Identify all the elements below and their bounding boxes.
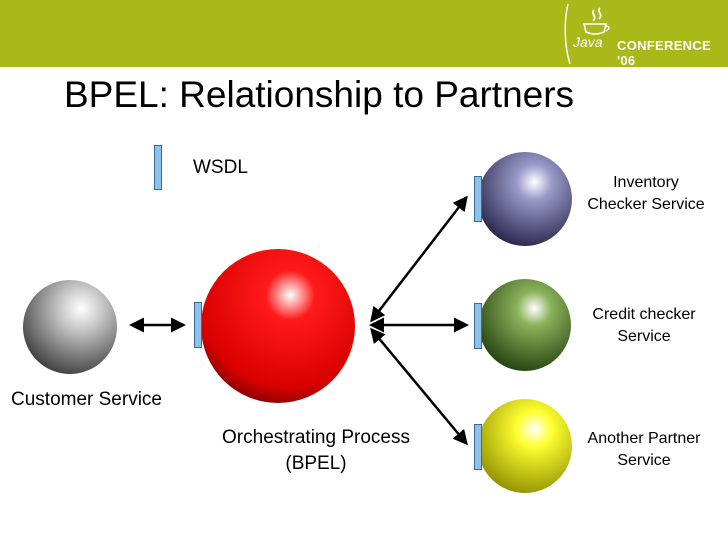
orchestrating-process-label: Orchestrating Process (BPEL) — [190, 425, 442, 477]
conference-label: CONFERENCE '06 — [617, 38, 712, 68]
process-inventory-arrow — [370, 195, 468, 323]
wsdl-label: WSDL — [193, 157, 248, 178]
inventory-checker-label-line2: Checker Service — [587, 196, 705, 213]
customer-service-sphere — [23, 280, 117, 374]
java-cup-icon — [564, 3, 610, 65]
inventory-wsdl-interface — [474, 176, 482, 222]
process-another-arrow — [370, 327, 468, 446]
orchestrating-process-label-line1: Orchestrating Process — [222, 427, 410, 448]
process-wsdl-interface — [194, 302, 202, 348]
inventory-checker-label: Inventory Checker Service — [570, 172, 722, 216]
another-wsdl-interface — [474, 424, 482, 470]
inventory-checker-label-line1: Inventory — [613, 174, 679, 191]
wsdl-legend-icon — [154, 145, 162, 190]
another-partner-label-line2: Service — [617, 452, 671, 469]
header-bar — [0, 0, 728, 67]
slide-title: BPEL: Relationship to Partners — [64, 74, 575, 115]
another-partner-sphere — [478, 399, 572, 493]
inventory-checker-sphere — [478, 152, 572, 246]
credit-checker-label: Credit checker Service — [568, 304, 720, 348]
java-logo-text: Java — [573, 34, 603, 50]
another-partner-label: Another Partner Service — [568, 428, 720, 472]
another-partner-label-line1: Another Partner — [587, 430, 701, 447]
orchestrating-process-sphere — [201, 249, 355, 403]
credit-checker-sphere — [479, 279, 571, 371]
orchestrating-process-label-line2: (BPEL) — [285, 453, 347, 474]
credit-checker-label-line2: Service — [617, 328, 671, 345]
java-conference-logo — [560, 0, 728, 67]
customer-service-label: Customer Service — [11, 389, 162, 410]
credit-wsdl-interface — [474, 303, 482, 349]
credit-checker-label-line1: Credit checker — [592, 306, 696, 323]
